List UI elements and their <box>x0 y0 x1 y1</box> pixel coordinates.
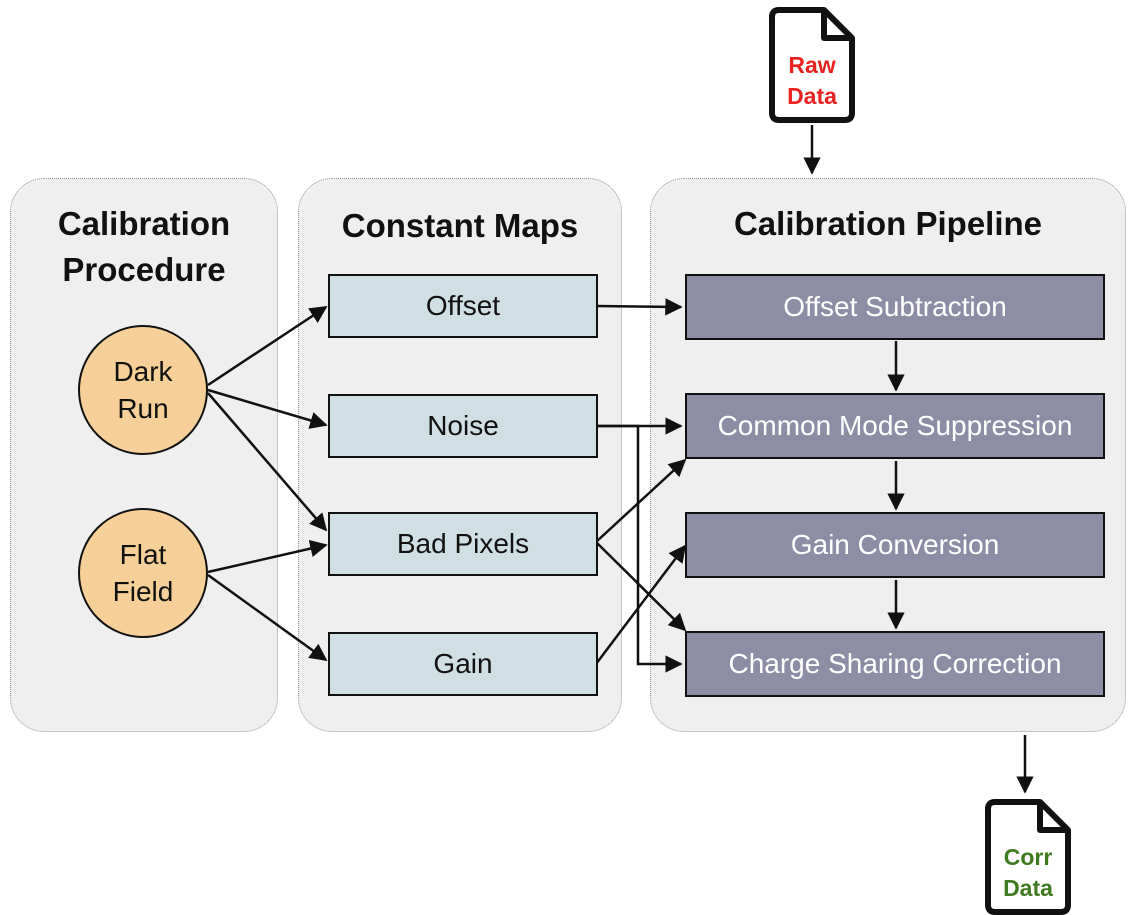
arrow-flat-field-to-gain <box>207 573 328 662</box>
corr-data-document: Corr Data <box>983 797 1073 915</box>
raw-data-document: Raw Data <box>767 5 857 123</box>
offset-subtraction-step: Offset Subtraction <box>685 274 1105 340</box>
calibration-procedure-title-line1: Calibration <box>57 205 231 242</box>
arrow-bad-pixels-to-charge-sharing <box>595 541 687 632</box>
calibration-procedure-panel: Calibration Procedure <box>10 178 278 732</box>
arrow-bad-pixels-to-common-mode <box>595 458 687 543</box>
arrow-gain-to-gain-conversion <box>595 544 687 665</box>
flat-field-node: Flat Field <box>78 508 208 638</box>
bad-pixels-map-box: Bad Pixels <box>328 512 598 576</box>
flat-field-label-line2: Field <box>112 576 174 607</box>
raw-data-label-line2: Data <box>787 83 837 109</box>
arrow-dark-run-to-bad-pixels <box>207 392 328 532</box>
raw-data-label-line1: Raw <box>788 52 836 78</box>
dark-run-label-line1: Dark <box>113 356 173 387</box>
flat-field-label-line1: Flat <box>119 539 167 570</box>
offset-map-box: Offset <box>328 274 598 338</box>
arrow-flat-field-to-bad-pixels <box>207 539 328 574</box>
constant-maps-title: Constant Maps <box>341 207 579 244</box>
corr-data-label-line1: Corr <box>1003 844 1053 870</box>
gain-map-box: Gain <box>328 632 598 696</box>
arrow-dark-run-to-offset <box>207 305 328 387</box>
common-mode-suppression-step: Common Mode Suppression <box>685 393 1105 459</box>
dark-run-node: Dark Run <box>78 325 208 455</box>
gain-conversion-step: Gain Conversion <box>685 512 1105 578</box>
raw-data-file-icon <box>769 7 855 123</box>
corr-data-file-icon <box>985 799 1071 915</box>
dark-run-label-line2: Run <box>117 393 169 424</box>
arrow-noise-to-charge-sharing <box>596 424 683 673</box>
arrow-dark-run-to-noise <box>207 388 328 429</box>
noise-map-box: Noise <box>328 394 598 458</box>
arrow-offset-to-offset-subtraction <box>595 298 683 316</box>
calibration-procedure-title: Calibration Procedure <box>11 201 277 293</box>
charge-sharing-correction-step: Charge Sharing Correction <box>685 631 1105 697</box>
corr-data-label-line2: Data <box>1003 875 1053 901</box>
calibration-procedure-title-line2: Procedure <box>62 251 226 288</box>
calibration-pipeline-title: Calibration Pipeline <box>733 205 1043 242</box>
